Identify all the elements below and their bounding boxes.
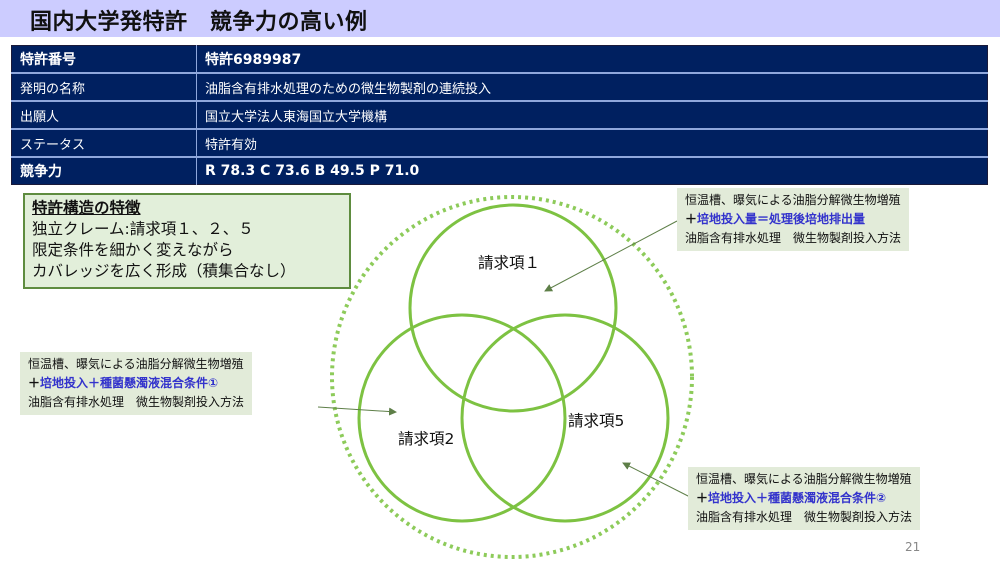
- row-value: 特許6989987: [196, 45, 988, 74]
- note-line: 恒温槽、曝気による油脂分解微生物増殖: [28, 357, 244, 371]
- claim2-circle: [357, 313, 567, 523]
- arrow-claim1: [544, 220, 678, 292]
- outer-dotted-circle: [330, 195, 694, 559]
- claim1-circle: [408, 203, 618, 413]
- note-accent: 培地投入＋種菌懸濁液混合条件②: [708, 491, 887, 505]
- patent-structure-box: 特許構造の特徴 独立クレーム:請求項１、２、５ 限定条件を細かく変えながら カバ…: [23, 193, 351, 289]
- plus-sign: ＋: [696, 491, 709, 505]
- row-label: ステータス: [11, 129, 197, 158]
- claim5-circle: [460, 313, 670, 523]
- note-line: 恒温槽、曝気による油脂分解微生物増殖: [685, 193, 901, 207]
- row-label: 特許番号: [11, 45, 197, 74]
- title-bar: 国内大学発特許 競争力の高い例: [0, 0, 1000, 37]
- row-value: R 78.3 C 73.6 B 49.5 P 71.0: [205, 163, 420, 179]
- page-title: 国内大学発特許 競争力の高い例: [30, 10, 368, 35]
- row-label: 競争力: [11, 157, 197, 185]
- feature-heading: 特許構造の特徴: [32, 199, 141, 217]
- patent-info-table: 特許番号 特許6989987 発明の名称 油脂含有排水処理のための微生物製剤の連…: [11, 45, 988, 185]
- row-value: 国立大学法人東海国立大学機構: [196, 101, 988, 130]
- arrow-claim5: [622, 462, 691, 498]
- plus-sign: ＋: [685, 212, 698, 226]
- table-row-applicant: 出願人 国立大学法人東海国立大学機構: [11, 101, 988, 130]
- note-accent: 培地投入量＝処理後培地排出量: [697, 212, 866, 226]
- row-value: 特許有効: [196, 129, 988, 158]
- note-accent-line: ＋培地投入＋種菌懸濁液混合条件②: [696, 489, 912, 508]
- note-line: 油脂含有排水処理 微生物製剤投入方法: [685, 231, 902, 245]
- note-line: 油脂含有排水処理 微生物製剤投入方法: [696, 510, 913, 524]
- feature-line: 独立クレーム:請求項１、２、５: [32, 220, 254, 238]
- row-label: 発明の名称: [11, 73, 197, 102]
- row-label: 出願人: [11, 101, 197, 130]
- feature-line: 限定条件を細かく変えながら: [32, 241, 234, 259]
- claim1-label: 請求項１: [478, 254, 541, 272]
- note-accent-line: ＋培地投入＋種菌懸濁液混合条件①: [28, 374, 244, 393]
- note-line: 恒温槽、曝気による油脂分解微生物増殖: [696, 472, 912, 486]
- plus-sign: ＋: [28, 376, 41, 390]
- table-row-competitiveness: 競争力 R 78.3 C 73.6 B 49.5 P 71.0: [11, 157, 988, 185]
- table-row-status: ステータス 特許有効: [11, 129, 988, 158]
- claim2-label: 請求項2: [398, 430, 455, 448]
- note-accent-line: ＋培地投入量＝処理後培地排出量: [685, 210, 901, 229]
- page-number: 21: [905, 540, 921, 554]
- table-row-invention-title: 発明の名称 油脂含有排水処理のための微生物製剤の連続投入: [11, 73, 988, 102]
- claim1-note: 恒温槽、曝気による油脂分解微生物増殖 ＋培地投入量＝処理後培地排出量 油脂含有排…: [677, 188, 910, 251]
- arrow-claim2: [317, 406, 397, 416]
- claim5-label: 請求項5: [568, 412, 625, 430]
- row-value: 油脂含有排水処理のための微生物製剤の連続投入: [196, 73, 988, 102]
- feature-line: カバレッジを広く形成（積集合なし）: [32, 262, 296, 280]
- claim2-note: 恒温槽、曝気による油脂分解微生物増殖 ＋培地投入＋種菌懸濁液混合条件① 油脂含有…: [20, 352, 253, 415]
- claim5-note: 恒温槽、曝気による油脂分解微生物増殖 ＋培地投入＋種菌懸濁液混合条件② 油脂含有…: [688, 467, 921, 530]
- note-line: 油脂含有排水処理 微生物製剤投入方法: [28, 395, 245, 409]
- table-row-patent-number: 特許番号 特許6989987: [11, 45, 988, 74]
- note-accent: 培地投入＋種菌懸濁液混合条件①: [40, 376, 219, 390]
